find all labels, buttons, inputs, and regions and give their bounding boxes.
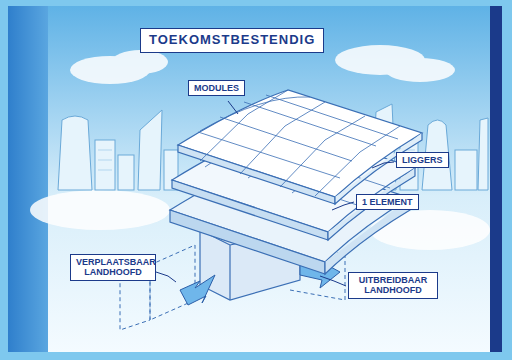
- callout-label: 1 ELEMENT: [362, 197, 413, 207]
- callout-label: VERPLAATSBAAR LANDHOOFD: [76, 257, 150, 278]
- callout-box: VERPLAATSBAAR LANDHOOFD: [70, 254, 156, 281]
- callout-box: UITBREIDBAAR LANDHOOFD: [348, 272, 438, 299]
- title-box: TOEKOMSTBESTENDIG: [140, 28, 324, 53]
- title-text: TOEKOMSTBESTENDIG: [149, 33, 315, 48]
- callout-box: 1 ELEMENT: [356, 194, 419, 210]
- callout-label: UITBREIDBAAR LANDHOOFD: [354, 275, 432, 296]
- callout-box: LIGGERS: [396, 152, 449, 168]
- callout-label: LIGGERS: [402, 155, 443, 165]
- callout-label: MODULES: [194, 83, 239, 93]
- callout-box: MODULES: [188, 80, 245, 96]
